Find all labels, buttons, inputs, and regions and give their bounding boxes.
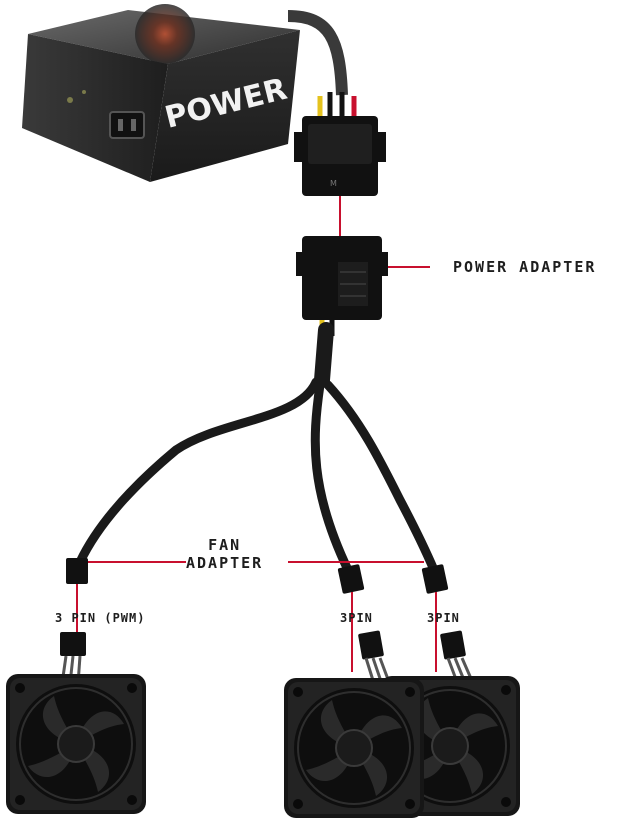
power-socket-icon <box>109 111 145 139</box>
fan-adapter-label-line2: ADAPTER <box>186 554 264 572</box>
fan-adapter-connector-right <box>421 564 449 594</box>
psu-output-cable <box>287 10 348 96</box>
pin-label-middle: 3PIN <box>340 611 373 625</box>
fan-front <box>283 677 425 819</box>
psu-front-panel <box>150 30 300 182</box>
power-adapter-connector <box>296 236 388 320</box>
power-adapter-label: POWER ADAPTER <box>453 258 597 276</box>
svg-text:M: M <box>330 179 337 188</box>
psu-back-panel <box>22 34 168 182</box>
pin-label-right: 3PIN <box>427 611 460 625</box>
fan-adapter-connector-middle <box>337 564 365 594</box>
pin-label-left: 3 PIN (PWM) <box>55 611 146 625</box>
fan-adapter-label-line1: FAN <box>208 536 242 554</box>
psu-wires <box>317 92 357 118</box>
fan-adapter-label: FAN ADAPTER <box>186 536 263 572</box>
fan-adapter-cables <box>75 322 439 575</box>
power-supply-unit: POWER <box>22 4 300 182</box>
fan-adapter-connector-left <box>66 558 88 584</box>
fan-left <box>5 673 147 815</box>
psu-fan-grille <box>135 4 195 64</box>
psu-molex-connector: M <box>294 116 386 196</box>
